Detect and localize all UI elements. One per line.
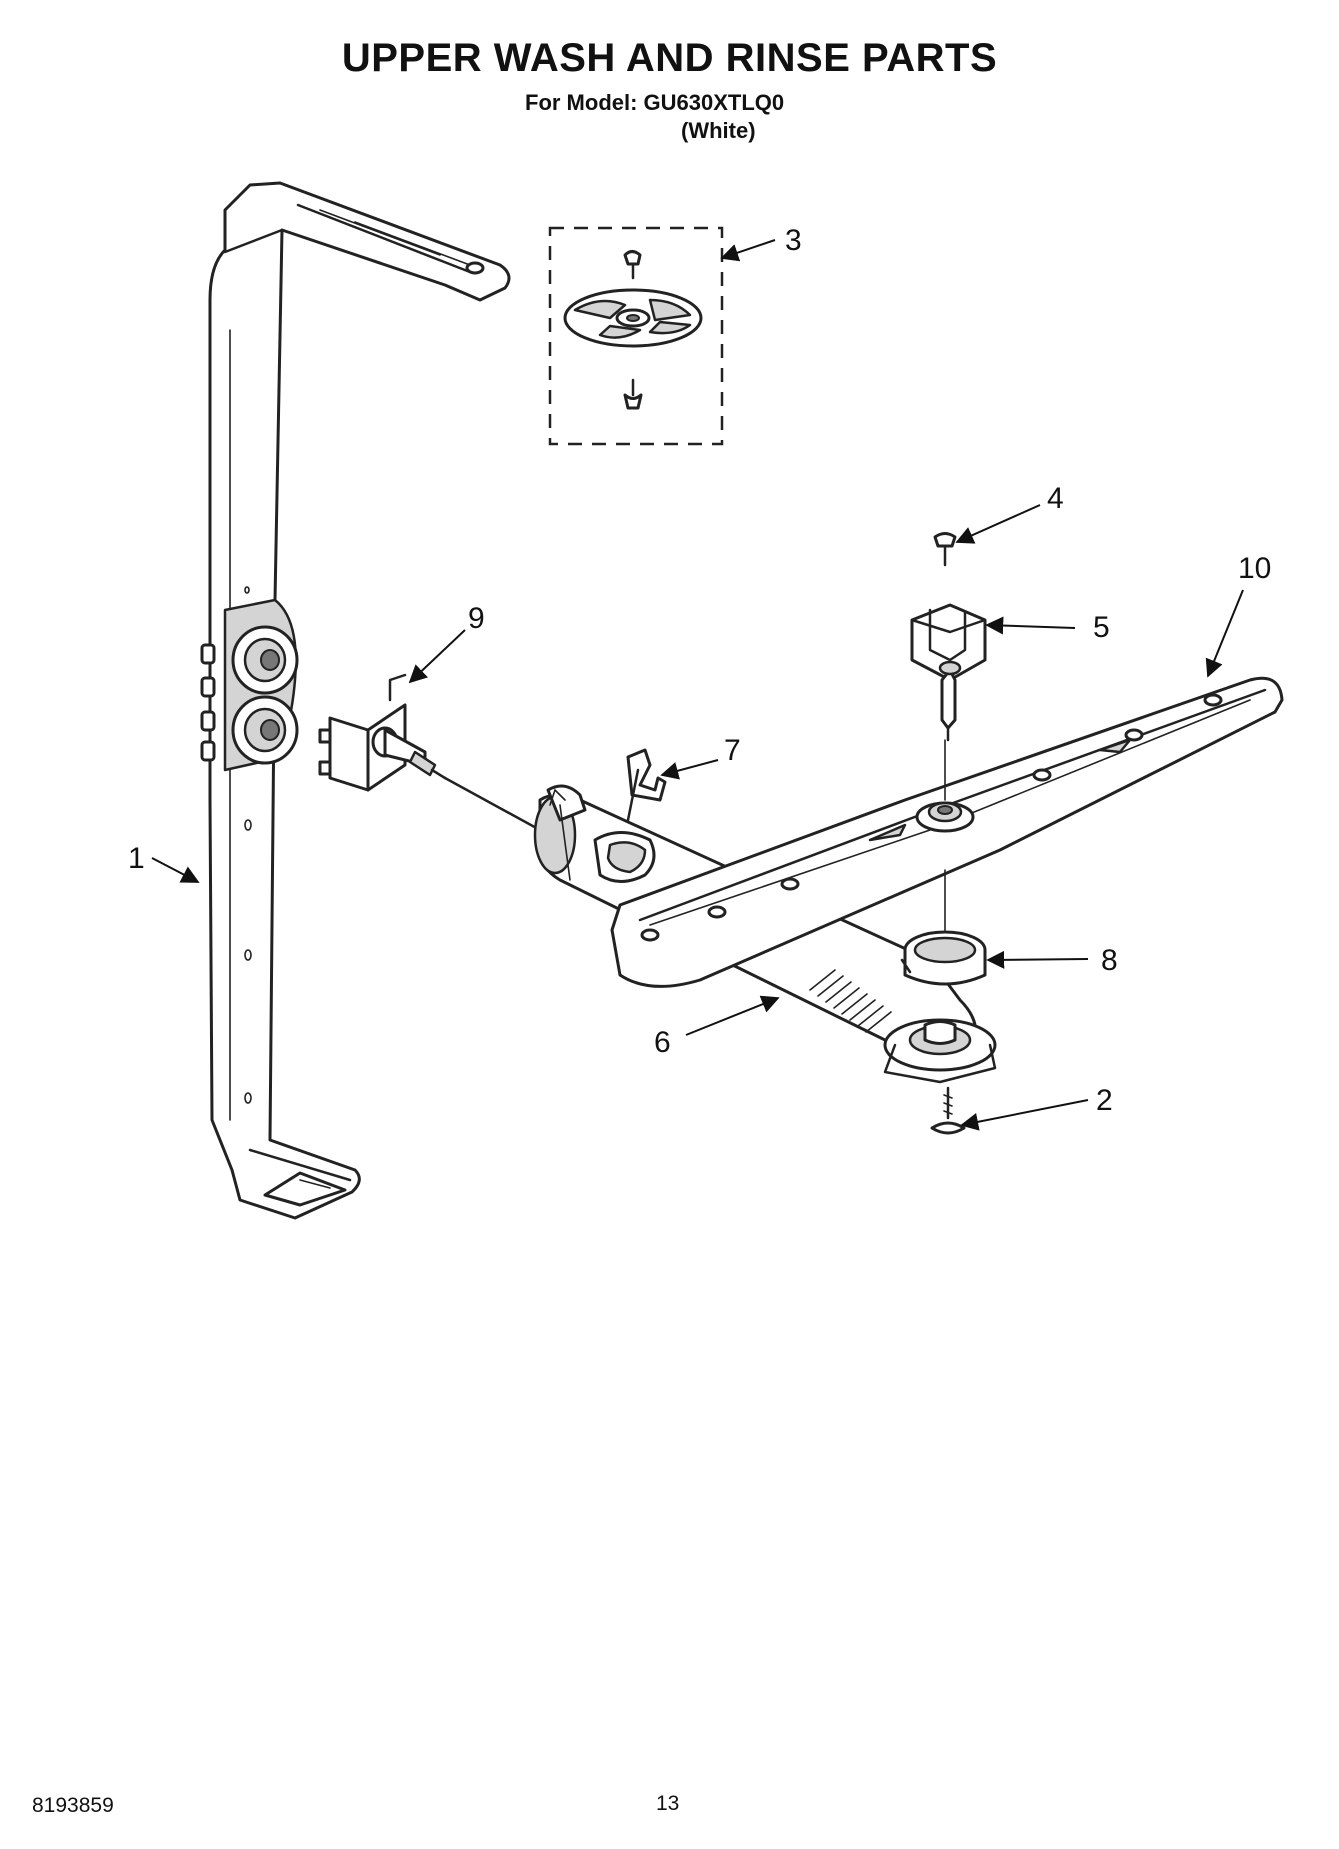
leader-2 <box>960 1099 1089 1131</box>
part-8-seal-ring <box>900 930 987 986</box>
leader-1 <box>151 857 200 883</box>
leader-9 <box>408 629 466 684</box>
page-number: 13 <box>656 1792 680 1815</box>
callout-1: 1 <box>128 842 145 875</box>
part-10-spray-arm <box>610 676 1284 988</box>
callout-2: 2 <box>1096 1084 1113 1117</box>
model-line: For Model: GU630XTLQ0 <box>525 90 785 115</box>
callout-9: 9 <box>468 602 485 635</box>
leader-lines <box>151 239 1244 1131</box>
part-3-spray-head-assembly <box>548 226 724 446</box>
document-number: 8193859 <box>32 1794 114 1817</box>
part-2-screw <box>930 1086 966 1135</box>
callout-6: 6 <box>654 1026 671 1059</box>
callout-4: 4 <box>1047 482 1064 515</box>
callout-5: 5 <box>1093 611 1110 644</box>
leader-5 <box>985 616 1076 635</box>
leader-4 <box>955 504 1041 544</box>
leader-7 <box>660 759 719 780</box>
part-9-mounting-bracket <box>318 673 447 792</box>
callout-7: 7 <box>724 734 741 767</box>
model-variant: (White) <box>681 118 756 143</box>
callout-3: 3 <box>785 224 802 257</box>
part-4-screw <box>933 532 957 567</box>
leader-3 <box>720 239 776 262</box>
leader-8 <box>986 950 1089 969</box>
leader-6 <box>685 995 780 1036</box>
page-title: UPPER WASH AND RINSE PARTS <box>341 36 998 80</box>
callout-10: 10 <box>1238 552 1271 585</box>
callout-8: 8 <box>1101 944 1118 977</box>
leader-10 <box>1205 589 1244 678</box>
part-1-supply-tube <box>200 181 511 1220</box>
part-5-adapter <box>910 603 987 742</box>
